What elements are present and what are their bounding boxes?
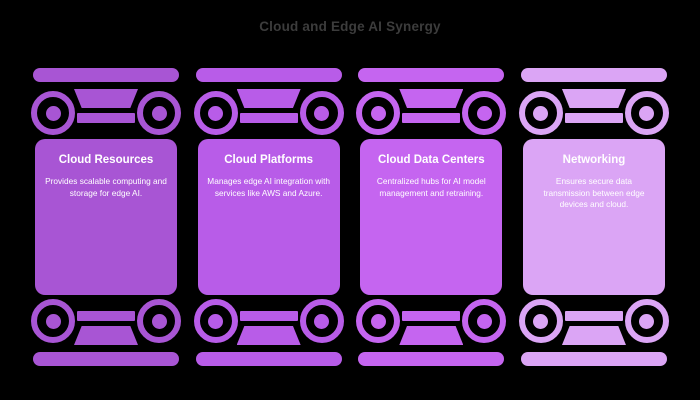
card-heading: Cloud Resources — [58, 154, 154, 166]
column-capital-top-icon — [518, 87, 670, 139]
column-base-bottom-icon — [518, 295, 670, 347]
echinus-icon — [74, 326, 138, 345]
volute-right-icon — [462, 91, 507, 135]
volute-left-icon — [31, 91, 75, 135]
echinus-icon — [236, 89, 301, 108]
column-shaft[interactable]: Cloud Resources Provides scalable comput… — [35, 139, 177, 295]
column-plinth-bottom-icon — [195, 352, 342, 366]
fillet-icon — [402, 113, 461, 123]
column-card-cloud-data-centers[interactable]: Cloud Data Centers Centralized hubs for … — [355, 62, 507, 372]
volute-right-icon — [624, 299, 669, 343]
column-abacus-top-icon — [33, 68, 179, 82]
column-abacus-top-icon — [358, 68, 505, 82]
card-heading: Cloud Data Centers — [377, 154, 485, 166]
column-abacus-top-icon — [195, 68, 342, 82]
column-base-bottom-icon — [355, 295, 507, 347]
column-shaft[interactable]: Cloud Platforms Manages edge AI integrat… — [197, 139, 340, 295]
card-body: Centralized hubs for AI model management… — [376, 176, 486, 198]
card-body: Manages edge AI integration with service… — [207, 176, 330, 198]
card-heading: Networking — [562, 154, 626, 166]
card-body: Provides scalable computing and storage … — [45, 176, 167, 198]
column-card-cloud-platforms[interactable]: Cloud Platforms Manages edge AI integrat… — [193, 62, 345, 372]
echinus-icon — [74, 89, 138, 108]
fillet-icon — [239, 311, 298, 321]
volute-right-icon — [299, 91, 344, 135]
column-base-bottom-icon — [193, 295, 345, 347]
volute-right-icon — [624, 91, 669, 135]
column-plinth-bottom-icon — [358, 352, 505, 366]
page-title: Cloud and Edge AI Synergy — [259, 19, 441, 34]
column-plinth-bottom-icon — [520, 352, 667, 366]
column-capital-top-icon — [355, 87, 507, 139]
volute-right-icon — [462, 299, 507, 343]
volute-left-icon — [356, 299, 401, 343]
echinus-icon — [561, 326, 626, 345]
volute-right-icon — [137, 91, 181, 135]
echinus-icon — [236, 326, 301, 345]
volute-left-icon — [193, 91, 238, 135]
volute-left-icon — [518, 299, 563, 343]
column-base-bottom-icon — [30, 295, 182, 347]
column-abacus-top-icon — [520, 68, 667, 82]
column-shaft[interactable]: Cloud Data Centers Centralized hubs for … — [360, 139, 503, 295]
fillet-icon — [564, 113, 623, 123]
fillet-icon — [77, 311, 135, 321]
echinus-icon — [399, 89, 464, 108]
column-plinth-bottom-icon — [33, 352, 179, 366]
fillet-icon — [402, 311, 461, 321]
column-capital-top-icon — [30, 87, 182, 139]
echinus-icon — [561, 89, 626, 108]
column-capital-top-icon — [193, 87, 345, 139]
fillet-icon — [239, 113, 298, 123]
volute-left-icon — [193, 299, 238, 343]
fillet-icon — [77, 113, 135, 123]
card-body: Ensures secure data transmission between… — [543, 176, 645, 209]
volute-left-icon — [518, 91, 563, 135]
volute-left-icon — [31, 299, 75, 343]
column-group: Cloud Resources Provides scalable comput… — [30, 62, 670, 372]
column-card-cloud-resources[interactable]: Cloud Resources Provides scalable comput… — [30, 62, 182, 372]
column-card-networking[interactable]: Networking Ensures secure data transmiss… — [518, 62, 670, 372]
volute-right-icon — [137, 299, 181, 343]
column-shaft[interactable]: Networking Ensures secure data transmiss… — [522, 139, 665, 295]
volute-left-icon — [356, 91, 401, 135]
card-heading: Cloud Platforms — [224, 154, 314, 166]
volute-right-icon — [299, 299, 344, 343]
echinus-icon — [399, 326, 464, 345]
fillet-icon — [564, 311, 623, 321]
